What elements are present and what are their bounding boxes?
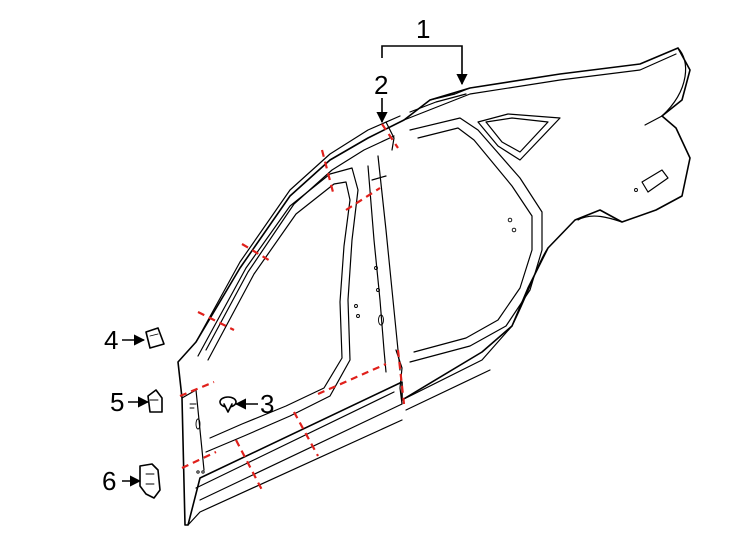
callout-leaders <box>122 45 468 487</box>
callout-3: 3 <box>260 389 274 419</box>
callout-4: 4 <box>104 325 118 355</box>
part-4-bracket <box>145 327 165 349</box>
part-6-bracket <box>139 463 161 499</box>
callout-1: 1 <box>416 14 430 44</box>
callout-2: 2 <box>374 70 388 100</box>
cut-lines <box>179 123 406 491</box>
callout-5: 5 <box>110 387 124 417</box>
part-3-clip <box>219 396 237 413</box>
callout-6: 6 <box>102 466 116 496</box>
body-side-outer-panel <box>177 47 691 526</box>
part-5-bracket <box>147 389 163 413</box>
